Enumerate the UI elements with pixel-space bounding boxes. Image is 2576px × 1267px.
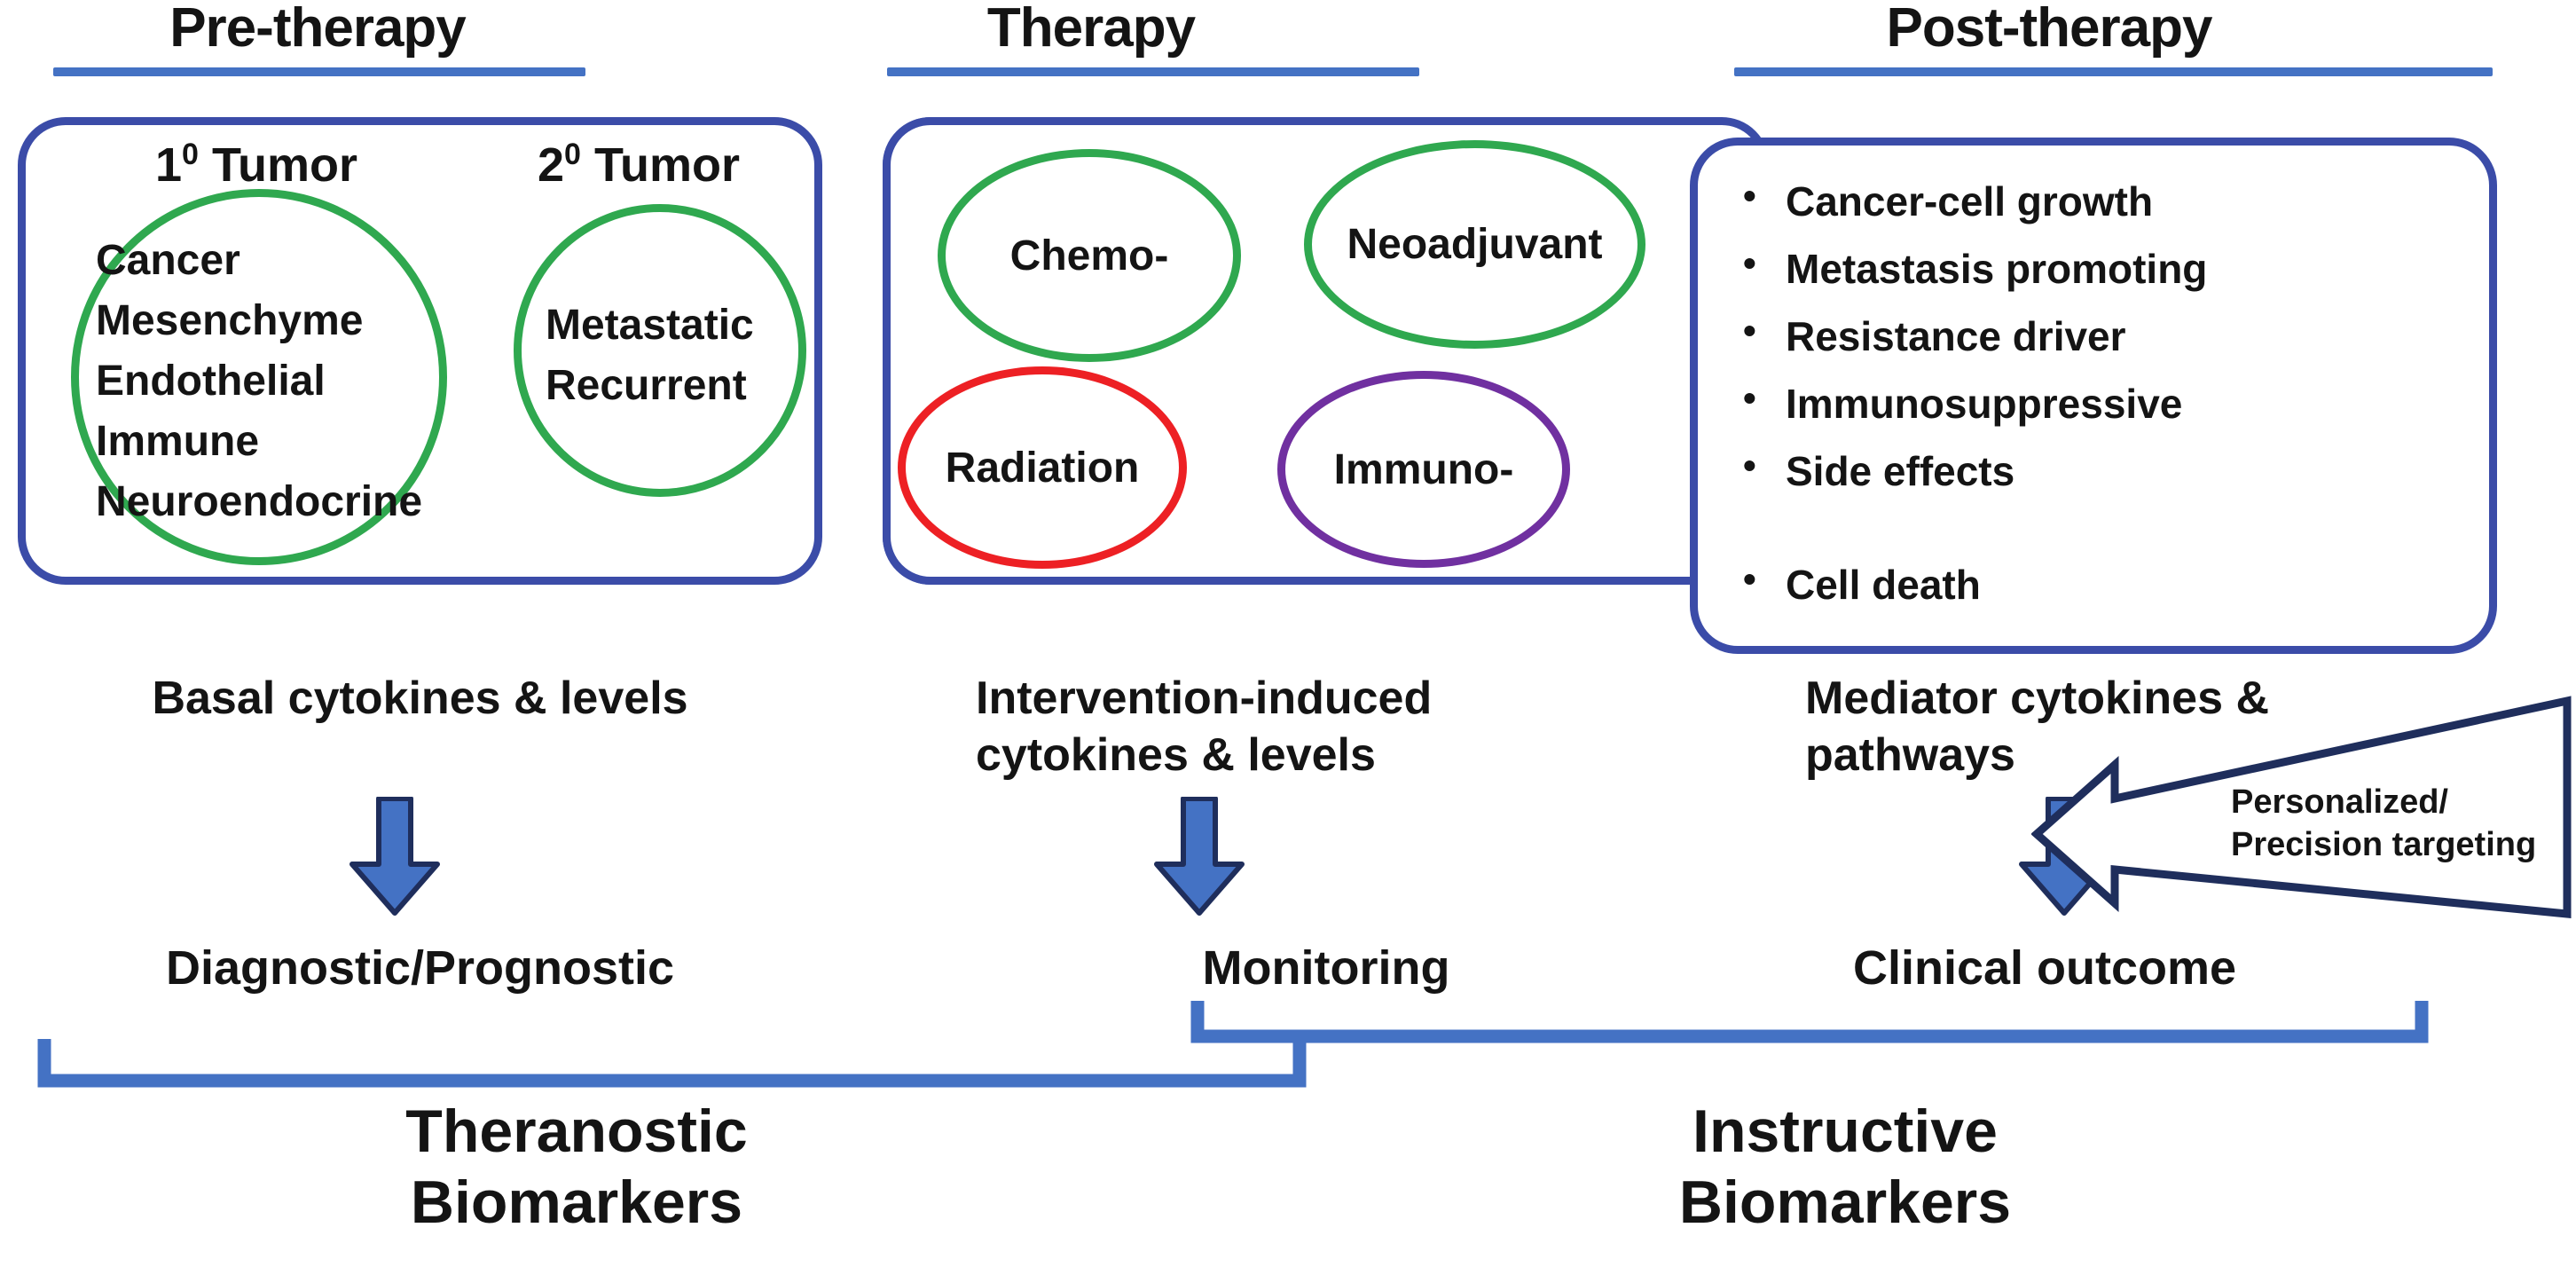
- bracket-instructive: [1190, 1001, 2429, 1043]
- outcome-post-therapy: Clinical outcome: [1852, 941, 2237, 995]
- group-label-theranostic: Theranostic Biomarkers: [222, 1096, 931, 1238]
- caption-post-line1: Mediator cytokines &: [1805, 673, 2270, 724]
- ellipse-label-neoadjuvant: Neoadjuvant: [1347, 221, 1603, 268]
- celltype-item: Cancer: [96, 237, 240, 284]
- stage-title-post-therapy: Post-therapy: [1886, 0, 2213, 59]
- celltype-item: Immune: [96, 418, 260, 465]
- ellipse-radiation: [898, 366, 1187, 569]
- ellipse-label-immuno: Immuno-: [1333, 445, 1514, 493]
- bullet-item: • Cell death: [1743, 561, 2453, 609]
- group-heading-primary-tumor: 10 Tumor: [155, 138, 357, 193]
- group-label-theranostic-line2: Biomarkers: [410, 1169, 743, 1236]
- group-heading-primary-number: 1: [155, 138, 183, 192]
- bullet-label: Immunosuppressive: [1786, 381, 2183, 427]
- bullet-item: • Side effects: [1743, 447, 2453, 495]
- bullet-item: • Resistance driver: [1743, 312, 2453, 360]
- title-rule-pre-therapy: [53, 67, 585, 76]
- outcome-therapy: Monitoring: [1202, 941, 1450, 995]
- ellipse-label-radiation: Radiation: [945, 444, 1140, 492]
- group-label-instructive-line1: Instructive: [1692, 1098, 1998, 1165]
- ellipse-immuno: [1277, 371, 1570, 568]
- precision-targeting-arrow-icon: [2031, 696, 2572, 918]
- bullet-item: • Cancer-cell growth: [1743, 177, 2453, 225]
- stage-title-therapy: Therapy: [986, 0, 1196, 59]
- ellipse-label-chemo: Chemo-: [1009, 232, 1169, 279]
- primary-tumor-celltype-list: Cancer Mesenchyme Endothelial Immune Neu…: [96, 231, 422, 532]
- bullet-label: Metastasis promoting: [1786, 246, 2208, 292]
- group-heading-secondary-tumor: 20 Tumor: [538, 138, 740, 193]
- panel-post-therapy: [1690, 138, 2497, 654]
- ellipse-chemo: [938, 149, 1241, 362]
- celltype-item: Mesenchyme: [96, 297, 364, 344]
- stage-title-pre-therapy: Pre-therapy: [169, 0, 467, 59]
- circle-primary-tumor: [71, 189, 447, 565]
- bullet-dot-icon: •: [1743, 445, 1756, 486]
- celltype-item: Neuroendocrine: [96, 478, 423, 525]
- group-heading-secondary-word: Tumor: [593, 138, 740, 192]
- bullet-label: Cell death: [1786, 562, 1981, 608]
- bullet-dot-icon: •: [1743, 377, 1756, 419]
- circle-secondary-tumor: [514, 204, 806, 497]
- bracket-theranostic: [37, 1039, 1307, 1088]
- bullet-dot-icon: •: [1743, 310, 1756, 351]
- caption-post-line2: pathways: [1805, 729, 2015, 781]
- bullet-item: • Immunosuppressive: [1743, 380, 2453, 428]
- bullet-dot-icon: •: [1743, 558, 1756, 600]
- bullet-label: Side effects: [1786, 448, 2015, 494]
- bullet-dot-icon: •: [1743, 242, 1756, 284]
- caption-therapy: Intervention-induced cytokines & levels: [976, 670, 1677, 783]
- precision-targeting-label: Personalized/ Precision targeting: [2231, 781, 2536, 866]
- celltype-item: Recurrent: [546, 362, 747, 409]
- bullet-item: • Metastasis promoting: [1743, 245, 2453, 293]
- group-heading-secondary-number: 2: [538, 138, 565, 192]
- down-arrow-therapy: [1154, 797, 1245, 916]
- celltype-item: Endothelial: [96, 358, 326, 405]
- ellipse-neoadjuvant: [1304, 140, 1645, 349]
- group-heading-secondary-sup: 0: [564, 138, 581, 171]
- caption-post-therapy: Mediator cytokines & pathways: [1805, 670, 2426, 783]
- precision-line1: Personalized/: [2231, 783, 2448, 821]
- secondary-tumor-celltype-list: Metastatic Recurrent: [546, 295, 754, 416]
- group-heading-primary-sup: 0: [182, 138, 199, 171]
- outcome-pre-therapy: Diagnostic/Prognostic: [165, 941, 675, 995]
- title-rule-therapy: [887, 67, 1419, 76]
- caption-therapy-line2: cytokines & levels: [976, 729, 1376, 781]
- down-arrow-pre-therapy: [349, 797, 440, 916]
- group-heading-primary-word: Tumor: [211, 138, 357, 192]
- caption-pre-therapy: Basal cytokines & levels: [152, 673, 688, 724]
- bullet-label: Resistance driver: [1786, 313, 2126, 359]
- group-label-instructive-line2: Biomarkers: [1678, 1169, 2012, 1236]
- celltype-item: Metastatic: [546, 302, 754, 349]
- bullet-label: Cancer-cell growth: [1786, 178, 2154, 224]
- precision-line2: Precision targeting: [2231, 826, 2537, 863]
- caption-therapy-line1: Intervention-induced: [976, 673, 1433, 724]
- title-rule-post-therapy: [1734, 67, 2493, 76]
- bullet-dot-icon: •: [1743, 175, 1756, 216]
- group-label-theranostic-line1: Theranostic: [405, 1098, 748, 1165]
- bullet-gap: [1743, 495, 2453, 541]
- post-therapy-bullet-list: • Cancer-cell growth • Metastasis promot…: [1743, 177, 2453, 609]
- group-label-instructive: Instructive Biomarkers: [1490, 1096, 2200, 1238]
